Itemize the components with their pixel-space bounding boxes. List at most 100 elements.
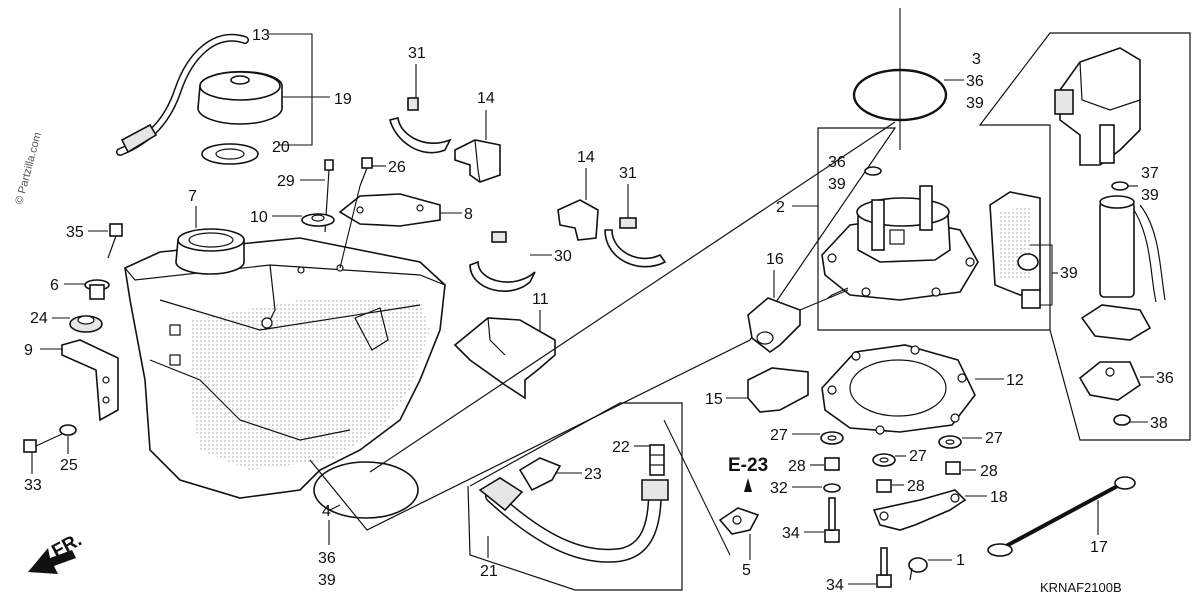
- callout-29: 29: [277, 173, 295, 190]
- callout-28-left: 28: [788, 458, 806, 475]
- cushion-14-top: [454, 139, 501, 183]
- hose-clamp-30: [469, 231, 536, 292]
- callout-23: 23: [584, 466, 602, 483]
- callout-8: 8: [464, 206, 473, 223]
- callout-14-top: 14: [477, 90, 495, 107]
- collar-28-mid: [876, 479, 892, 493]
- hose-clamp-31-right: [604, 217, 667, 268]
- o-ring-4: [313, 461, 419, 519]
- callout-36-reg: 36: [1156, 370, 1174, 387]
- callout-26: 26: [388, 159, 406, 176]
- callout-27-right: 27: [985, 430, 1003, 447]
- callout-3: 3: [972, 51, 981, 68]
- pressure-regulator-36: [1078, 361, 1141, 401]
- section-ref-e23: E-23: [728, 455, 768, 476]
- cap-gasket: [201, 143, 259, 165]
- o-ring-3: [852, 68, 948, 122]
- callout-27-left: 27: [770, 427, 788, 444]
- callout-28-mid: 28: [907, 478, 925, 495]
- callout-13: 13: [252, 27, 270, 44]
- bolt-34-bottom: [876, 547, 892, 588]
- fuel-tank: [124, 237, 446, 499]
- callout-24: 24: [30, 310, 48, 327]
- joint-cover-15: [747, 367, 809, 413]
- callout-18: 18: [990, 489, 1008, 506]
- arrow-up-icon: [744, 478, 752, 492]
- callout-22: 22: [612, 439, 630, 456]
- callout-12: 12: [1006, 372, 1024, 389]
- copyright-watermark: © Partzilla.com: [13, 131, 44, 206]
- callout-17: 17: [1090, 539, 1108, 556]
- collar-28-left: [824, 457, 840, 471]
- clip-1: [908, 557, 928, 581]
- callout-6: 6: [50, 277, 59, 294]
- quick-connector-22: [649, 444, 665, 476]
- washer-32: [823, 483, 841, 493]
- washer-27-right: [938, 435, 962, 449]
- nut-25: [59, 424, 77, 436]
- callout-3-36: 36: [966, 73, 984, 90]
- callout-37: 37: [1141, 165, 1159, 182]
- callout-39-pump: 39: [1141, 187, 1159, 204]
- hose-joint-16: [747, 297, 801, 353]
- callout-25: 25: [60, 457, 78, 474]
- callout-3-39: 39: [966, 95, 984, 112]
- callout-9: 9: [24, 342, 33, 359]
- bolt-34-left: [824, 497, 840, 543]
- callout-33: 33: [24, 477, 42, 494]
- washer-27-mid: [872, 453, 896, 467]
- bracket-9: [61, 339, 119, 422]
- callout-34-bottom: 34: [826, 577, 844, 594]
- callout-4-39: 39: [318, 572, 336, 589]
- callout-16: 16: [766, 251, 784, 268]
- callout-27-mid: 27: [909, 448, 927, 465]
- front-direction-arrow-icon: [28, 548, 76, 574]
- cushion-14-right: [557, 199, 599, 241]
- fuel-strainer: [989, 191, 1041, 309]
- fuel-level-sender: [1054, 47, 1141, 166]
- collar-6: [84, 279, 110, 300]
- rubber-mount-24: [69, 315, 103, 333]
- stay-11: [453, 317, 556, 400]
- callout-10: 10: [250, 209, 268, 226]
- callout-34-left: 34: [782, 525, 800, 542]
- callout-39-strainer: 39: [1060, 265, 1078, 282]
- callout-2: 2: [776, 199, 785, 216]
- callout-36-seal: 36: [828, 154, 846, 171]
- pump-packing-12: [821, 344, 976, 435]
- callout-15: 15: [705, 391, 723, 408]
- callout-28-right: 28: [980, 463, 998, 480]
- tank-filler-neck: [175, 228, 245, 275]
- washer-27-left: [820, 431, 844, 445]
- callout-14-right: 14: [577, 149, 595, 166]
- collar-28-right: [945, 461, 961, 475]
- seal-36: [864, 166, 882, 176]
- callout-31-right: 31: [619, 165, 637, 182]
- callout-39-seal: 39: [828, 176, 846, 193]
- grommet-10: [301, 213, 335, 227]
- callout-11: 11: [532, 291, 549, 308]
- hose-clamp-31-top: [389, 97, 452, 154]
- callout-5: 5: [742, 562, 751, 579]
- fuel-pump-motor: [1099, 181, 1166, 303]
- diagram-code: KRNAF2100B: [1040, 580, 1122, 595]
- clip-5: [718, 507, 760, 535]
- drain-tube-17: [987, 476, 1136, 557]
- nut-38: [1113, 414, 1131, 426]
- callout-38: 38: [1150, 415, 1168, 432]
- callout-4-36: 36: [318, 550, 336, 567]
- fuel-pump-unit-2: [821, 185, 979, 301]
- screw-26: [359, 157, 373, 187]
- callout-32: 32: [770, 480, 788, 497]
- bolt-33: [23, 433, 63, 453]
- bolt-35: [107, 223, 123, 259]
- stay-plate-18: [872, 489, 967, 531]
- callout-35: 35: [66, 224, 84, 241]
- breather-tube: [116, 33, 249, 156]
- fuel-feed-hose-21: [478, 457, 669, 563]
- callout-1: 1: [956, 552, 965, 569]
- callout-30: 30: [554, 248, 572, 265]
- callout-21: 21: [480, 563, 498, 580]
- fuel-filler-cap: [197, 70, 283, 125]
